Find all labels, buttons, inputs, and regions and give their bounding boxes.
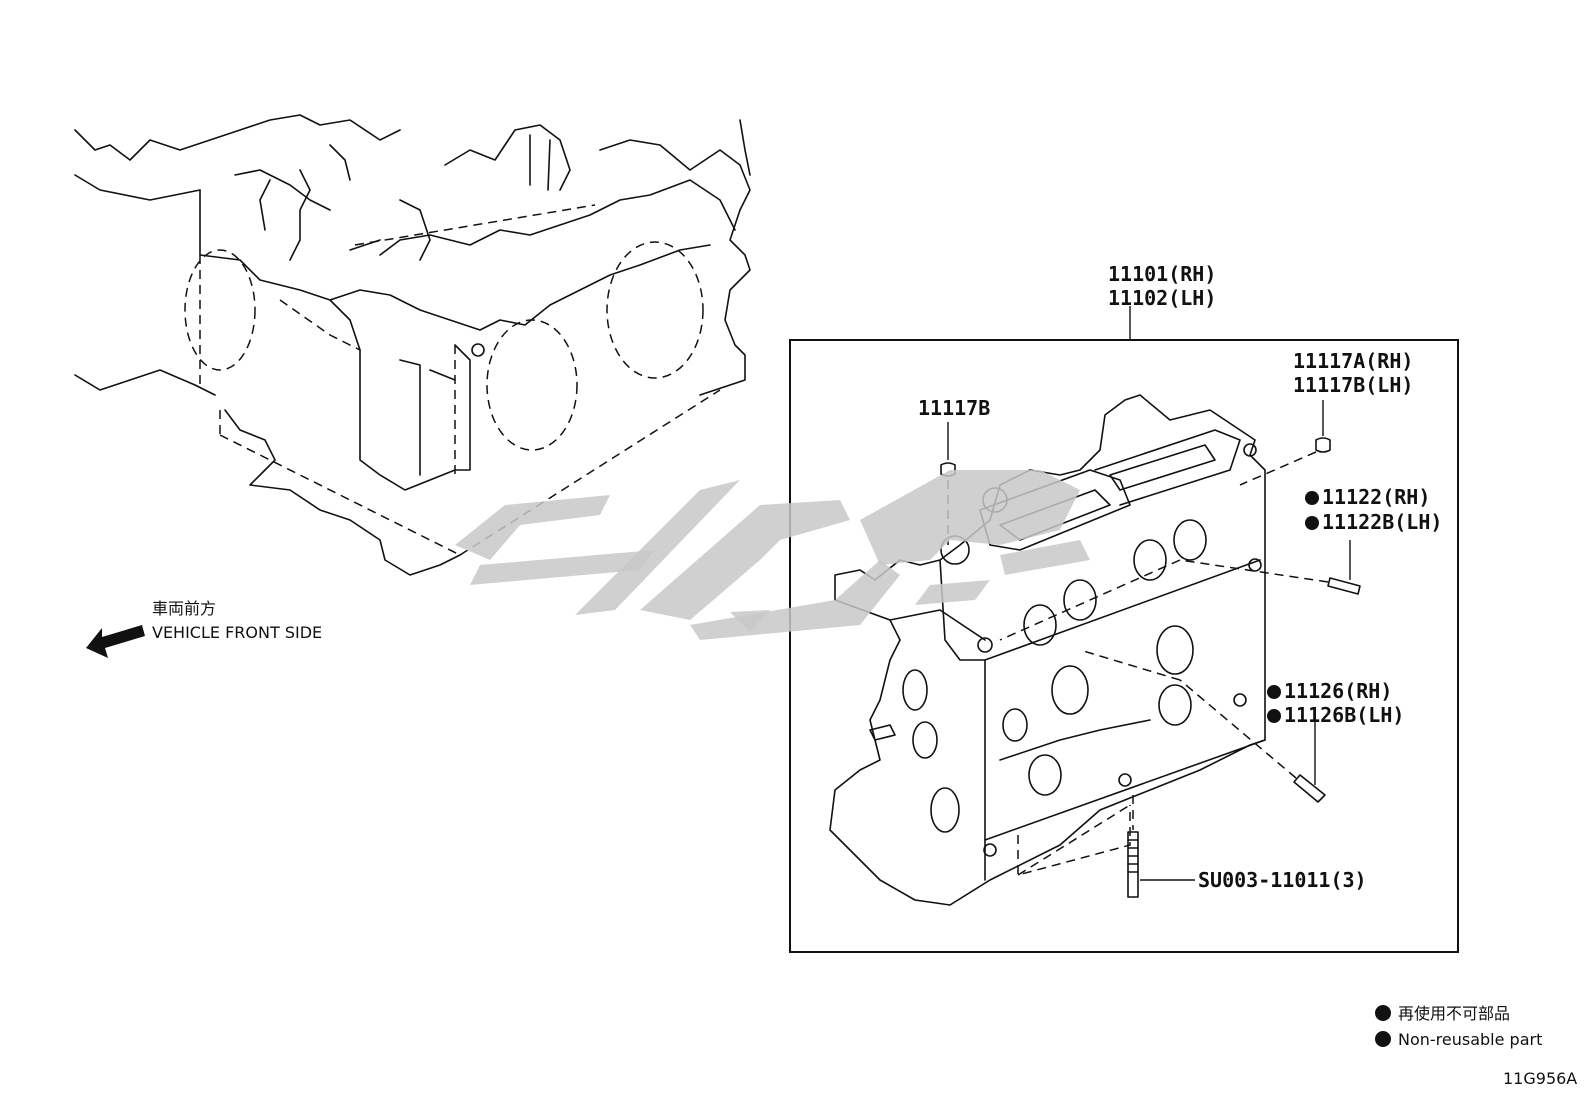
non-reusable-dot-icon [1305,516,1319,530]
callout-pin-11122-rh: 11122(RH) [1322,485,1430,509]
cylinder-head-illustration [829,394,1266,906]
engine-block-illustration [74,114,751,576]
callout-stud-su003: SU003-11011(3) [1198,868,1367,892]
legend-dot-icon [1375,1005,1391,1021]
callout-pin-11126-rh: 11126(RH) [1284,679,1392,703]
pin-11126-part [1079,649,1326,803]
vehicle-front-arrow [86,625,145,658]
legend-label-jp: 再使用不可部品 [1398,1004,1510,1023]
non-reusable-dot-icon [1267,685,1281,699]
non-reusable-dot-icon [1305,491,1319,505]
pin-11122-part [999,540,1361,641]
legend-label-en: Non-reusable part [1398,1030,1542,1049]
watermark-logo [455,470,1090,640]
callout-plug-11117a-rh: 11117A(RH) [1293,349,1413,373]
legend-dot-icon [1375,1031,1391,1047]
callout-head-rh: 11101(RH) [1108,262,1216,286]
legend: 再使用不可部品 Non-reusable part [1375,1004,1542,1049]
callout-plug-11117b-lh: 11117B(LH) [1293,373,1413,397]
illustration-code: 11G956A [1503,1069,1577,1088]
stud-su003-part [1127,795,1195,898]
non-reusable-dot-icon [1267,709,1281,723]
callout-plug-11117b: 11117B [918,396,990,420]
direction-label-jp: 車両前方 [152,599,216,618]
callout-head-lh: 11102(LH) [1108,286,1216,310]
direction-label-en: VEHICLE FRONT SIDE [152,623,322,642]
callout-pin-11122-lh: 11122B(LH) [1322,510,1442,534]
parts-group-box [789,339,1459,953]
callout-pin-11126-lh: 11126B(LH) [1284,703,1404,727]
plug-11117a-part [1239,400,1331,486]
